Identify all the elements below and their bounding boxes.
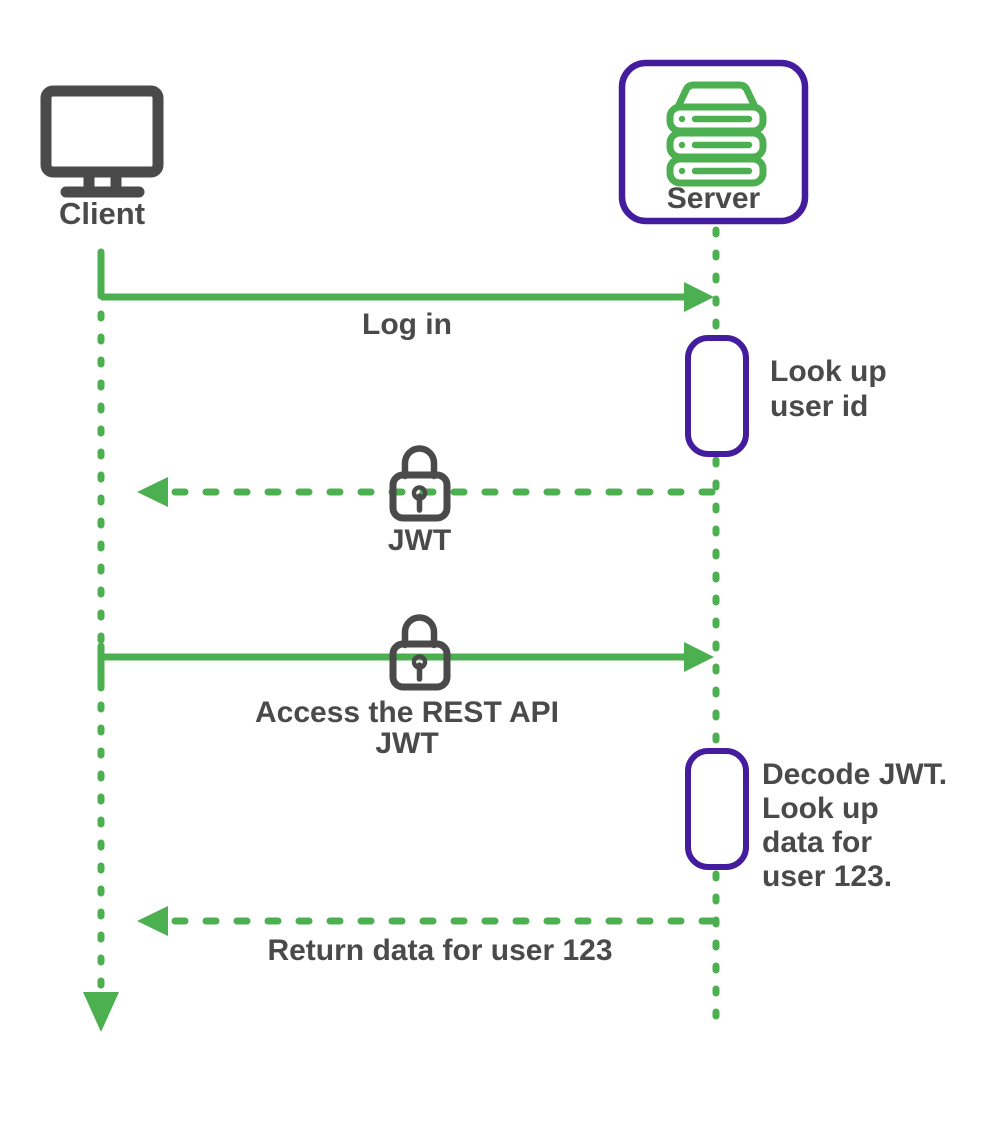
activation-label-lookup: Look up user id [770,355,887,423]
client-actor-label: Client [58,196,146,231]
server-actor-label: Server [666,182,761,215]
message-label-access-api: Access the REST API JWT [255,696,559,760]
arrow-return-data [137,906,716,936]
arrow-jwt-return [137,477,716,507]
message-label-jwt: JWT [387,524,452,557]
monitor-icon [40,85,164,198]
client-lifeline [83,248,119,1032]
lock-icon [389,445,451,522]
activation-box-lookup [685,335,749,457]
activation-box-decode [685,748,749,870]
message-label-return-data: Return data for user 123 [267,934,613,967]
message-label-login: Log in [362,308,452,341]
arrow-login [101,282,714,312]
server-stack-icon [666,81,767,187]
client-lifeline-end-arrow [83,992,119,1032]
activation-label-decode: Decode JWT. Look up data for user 123. [762,758,948,893]
lock-icon [389,614,451,691]
